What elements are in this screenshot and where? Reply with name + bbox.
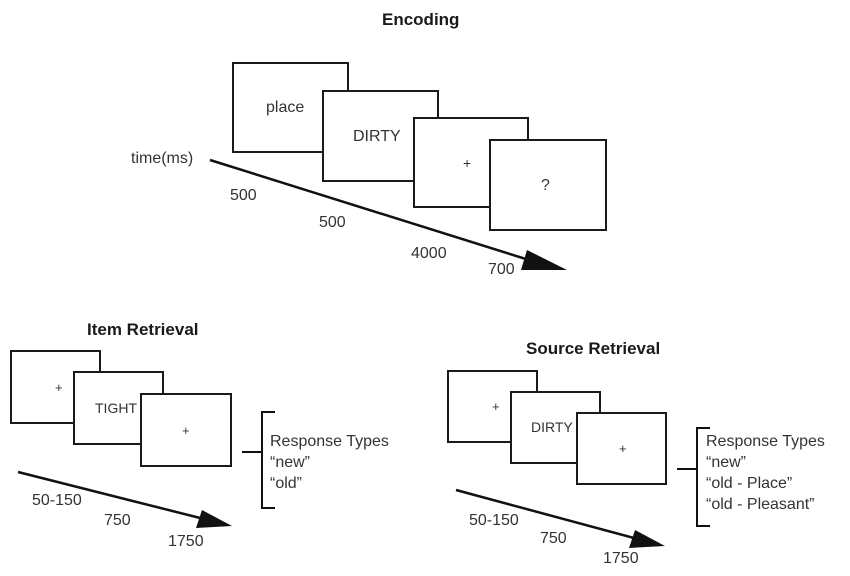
source-response-old-place: “old - Place” xyxy=(706,475,793,492)
source-fixation-cross-2: + xyxy=(619,441,627,456)
item-response-title: Response Types xyxy=(270,433,389,450)
source-timeline-arrow xyxy=(455,488,646,543)
source-response-old-pleasant: “old - Pleasant” xyxy=(706,496,815,513)
source-duration-1: 50-150 xyxy=(469,512,519,529)
item-duration-2: 750 xyxy=(104,512,131,529)
source-response-new: “new” xyxy=(706,454,747,471)
item-duration-3: 1750 xyxy=(168,533,204,550)
encoding-title: Encoding xyxy=(382,10,460,29)
source-fixation-cross-1: + xyxy=(492,399,500,414)
item-duration-1: 50-150 xyxy=(32,492,82,509)
source-word-dirty: DIRTY xyxy=(531,419,573,435)
source-arrowhead xyxy=(629,530,665,548)
item-response-old: “old” xyxy=(270,475,303,492)
source-response-bracket xyxy=(677,427,710,527)
item-response-bracket xyxy=(242,411,275,509)
item-arrowhead xyxy=(196,510,232,528)
encoding-duration-4: 700 xyxy=(488,261,515,278)
encoding-fixation-cross: + xyxy=(463,155,472,171)
encoding-arrowhead xyxy=(521,250,567,270)
encoding-word-dirty: DIRTY xyxy=(353,128,401,145)
item-fixation-cross-2: + xyxy=(182,423,190,438)
item-timeline-arrow xyxy=(17,470,213,523)
encoding-word-place: place xyxy=(266,99,305,116)
item-retrieval-title: Item Retrieval xyxy=(87,320,199,339)
encoding-duration-3: 4000 xyxy=(411,245,447,262)
encoding-timeline-arrow xyxy=(209,158,546,267)
item-screen-3: + xyxy=(140,393,232,467)
encoding-question-mark: ? xyxy=(541,177,550,194)
item-response-new: “new” xyxy=(270,454,311,471)
source-screen-3: + xyxy=(576,412,667,485)
encoding-duration-1: 500 xyxy=(230,187,257,204)
source-duration-2: 750 xyxy=(540,530,567,547)
encoding-duration-2: 500 xyxy=(319,214,346,231)
item-fixation-cross-1: + xyxy=(55,380,63,395)
source-retrieval-title: Source Retrieval xyxy=(526,339,661,358)
source-duration-3: 1750 xyxy=(603,550,639,567)
source-response-title: Response Types xyxy=(706,433,825,450)
encoding-axis-label: time(ms) xyxy=(131,150,194,167)
encoding-screen-4: ? xyxy=(489,139,607,231)
item-word-tight: TIGHT xyxy=(95,400,137,416)
